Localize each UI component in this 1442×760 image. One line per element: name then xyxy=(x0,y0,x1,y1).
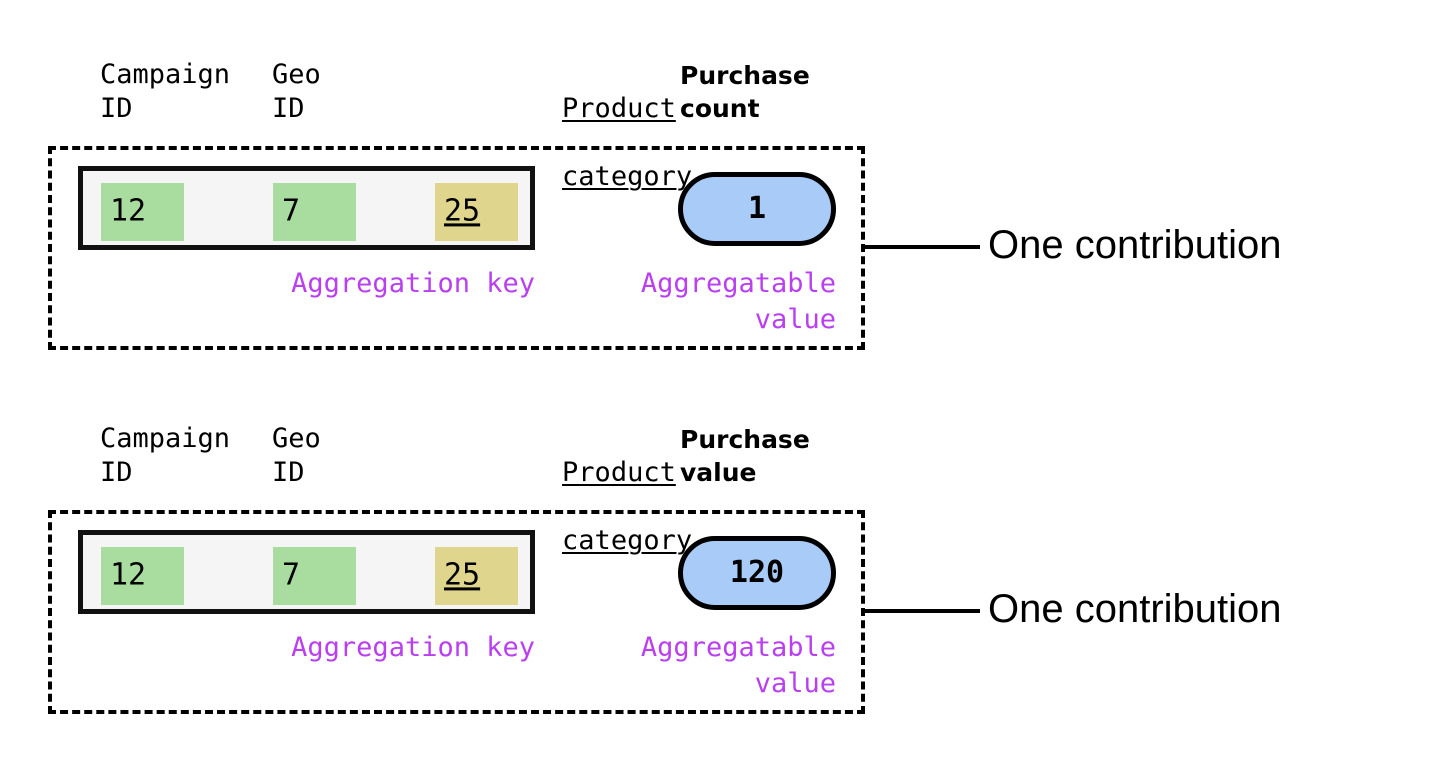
column-headers: Campaign ID Geo ID Product category Purc… xyxy=(0,422,900,556)
header-purchase-count: Purchase count xyxy=(680,61,810,123)
key-cell-campaign-id: 12 xyxy=(101,547,184,605)
aggregation-key-box: 12 7 25 xyxy=(78,530,535,614)
header-product-category-line2: category xyxy=(562,161,693,192)
header-product-category: Product category xyxy=(432,58,692,228)
label-one-contribution: One contribution xyxy=(988,587,1282,631)
key-cell-campaign-id-value: 12 xyxy=(110,193,147,229)
caption-aggregatable-value: Aggregatable value xyxy=(640,268,836,335)
header-purchase-value: Purchase value xyxy=(680,425,810,487)
key-cell-geo-id-value: 7 xyxy=(282,557,301,593)
header-product-category-line1: Product xyxy=(562,93,676,124)
column-headers: Campaign ID Geo ID Product category Purc… xyxy=(0,58,900,192)
aggregatable-value-pill: 1 xyxy=(678,172,836,246)
key-cell-geo-id: 7 xyxy=(273,547,356,605)
header-product-category-line1: Product xyxy=(562,457,676,488)
key-cell-product-category: 25 xyxy=(435,547,518,605)
key-cell-campaign-id: 12 xyxy=(101,183,184,241)
header-product-category-line2: category xyxy=(562,525,693,556)
header-geo-id: Geo ID xyxy=(272,423,321,488)
caption-aggregatable-value: Aggregatable value xyxy=(640,632,836,699)
key-cell-campaign-id-value: 12 xyxy=(110,557,147,593)
leader-line xyxy=(863,609,980,613)
aggregatable-value-pill: 120 xyxy=(678,536,836,610)
key-cell-product-category-value: 25 xyxy=(444,557,481,593)
header-product-category: Product category xyxy=(432,422,692,592)
key-cell-geo-id: 7 xyxy=(273,183,356,241)
key-cell-product-category-value: 25 xyxy=(444,193,481,229)
aggregatable-value-text: 120 xyxy=(729,555,785,590)
aggregatable-value-text: 1 xyxy=(747,191,767,226)
leader-line xyxy=(863,245,980,249)
header-campaign-id: Campaign ID xyxy=(100,59,231,124)
key-cell-geo-id-value: 7 xyxy=(282,193,301,229)
caption-aggregation-key: Aggregation key xyxy=(291,268,535,299)
header-geo-id: Geo ID xyxy=(272,59,321,124)
aggregation-key-box: 12 7 25 xyxy=(78,166,535,250)
caption-aggregation-key: Aggregation key xyxy=(291,632,535,663)
key-cell-product-category: 25 xyxy=(435,183,518,241)
header-campaign-id: Campaign ID xyxy=(100,423,231,488)
label-one-contribution: One contribution xyxy=(988,223,1282,267)
